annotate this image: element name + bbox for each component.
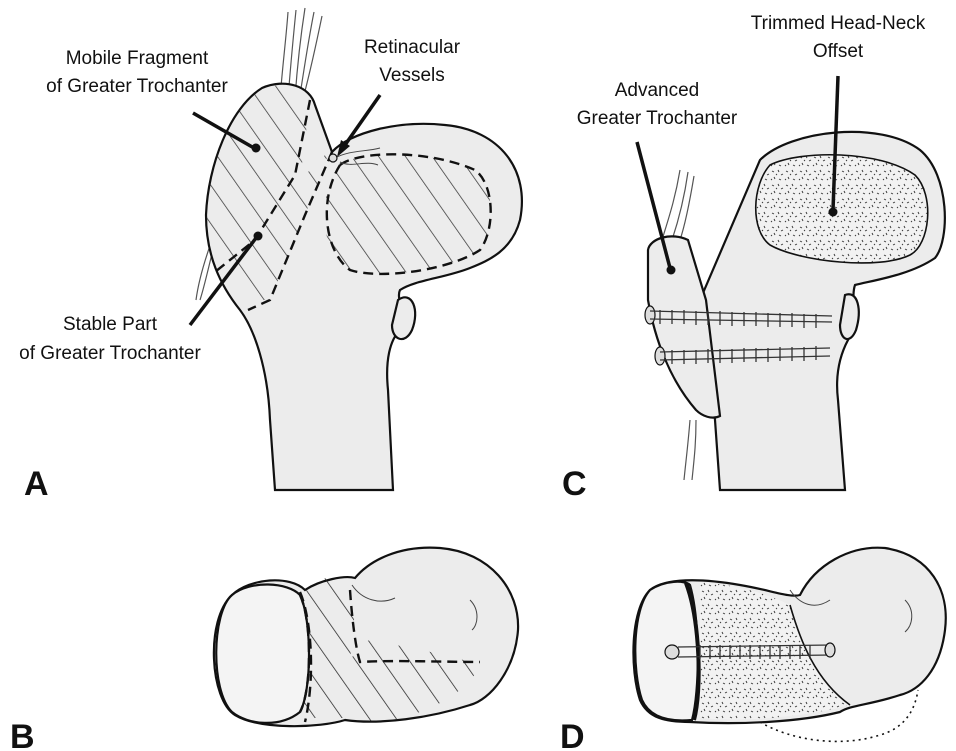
panel-c-advanced-trochanter [648, 236, 720, 417]
leader-dot-mobile-fragment [252, 144, 261, 153]
leader-dot-advanced [667, 266, 676, 275]
label-stable-part-line2: of Greater Trochanter [19, 343, 201, 364]
panel-letter-a: A [24, 465, 49, 503]
panel-a: Mobile Fragment of Greater Trochanter Re… [19, 8, 522, 503]
label-trimmed-line1: Trimmed Head-Neck [751, 13, 926, 34]
panel-b-trochanter-face [216, 584, 309, 722]
label-mobile-fragment-line1: Mobile Fragment [66, 48, 209, 69]
label-advanced-line2: Greater Trochanter [577, 108, 738, 129]
label-retinacular-line1: Retinacular [364, 37, 461, 58]
panel-d: D [560, 548, 946, 751]
label-trimmed-line2: Offset [813, 41, 864, 62]
leader-dot-trimmed [829, 208, 838, 217]
panel-b: B [10, 548, 518, 751]
panel-letter-d: D [560, 718, 585, 751]
label-mobile-fragment-line2: of Greater Trochanter [46, 76, 228, 97]
leader-dot-stable-part [254, 232, 263, 241]
label-stable-part-line1: Stable Part [63, 314, 158, 335]
label-advanced-line1: Advanced [615, 80, 700, 101]
panel-c: Trimmed Head-Neck Offset Advanced Greate… [562, 13, 950, 503]
label-retinacular-line2: Vessels [379, 65, 444, 86]
panel-letter-b: B [10, 718, 35, 751]
panel-letter-c: C [562, 465, 587, 503]
